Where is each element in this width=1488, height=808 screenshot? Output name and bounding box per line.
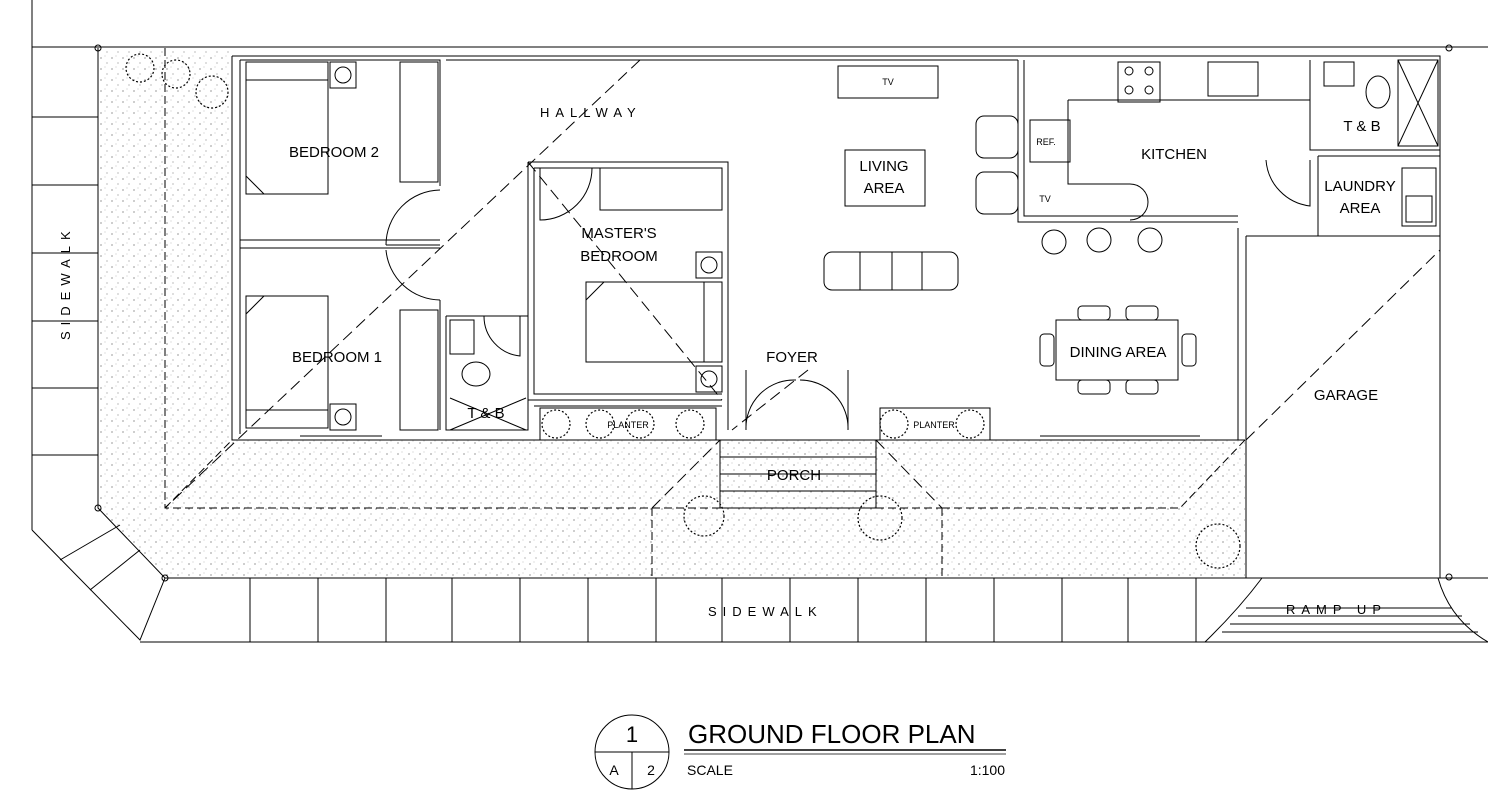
dining-area-label: DINING AREA	[1070, 344, 1167, 361]
drawing-number: 1	[626, 722, 638, 747]
tv-living-label: TV	[882, 77, 894, 87]
bedroom-1-label: BEDROOM 1	[292, 349, 382, 366]
living-area-label-1: LIVING	[859, 158, 908, 175]
porch-label: PORCH	[767, 467, 821, 484]
laundry-label-1: LAUNDRY	[1324, 178, 1395, 195]
laundry-label-2: AREA	[1340, 200, 1381, 217]
bedroom-2-label: BEDROOM 2	[289, 144, 379, 161]
shrubs	[125, 53, 1241, 569]
drawing-title: GROUND FLOOR PLAN	[688, 719, 976, 749]
tv-kitchen-label: TV	[1039, 194, 1051, 204]
doors	[385, 159, 1311, 431]
hallway-label: HALLWAY	[540, 105, 642, 120]
sidewalk-front-label: SIDEWALK	[708, 604, 823, 619]
tb-small-label: T & B	[467, 405, 504, 422]
lot-and-sidewalk	[31, 0, 1488, 643]
planter-left-label: PLANTER	[607, 420, 649, 430]
sheet-number: 2	[647, 762, 655, 778]
masters-bedroom-label-1: MASTER'S	[581, 225, 656, 242]
ramp-label: RAMP UP	[1286, 602, 1387, 617]
scale-value: 1:100	[970, 762, 1005, 778]
garage-label: GARAGE	[1314, 387, 1378, 404]
sidewalk-side-label: SIDEWALK	[58, 225, 73, 340]
roof-diagonals	[164, 59, 1441, 509]
planter-right-label: PLANTER	[913, 420, 955, 430]
furniture	[245, 59, 1439, 509]
room-labels: BEDROOM 2 BEDROOM 1 HALLWAY MASTER'S BED…	[58, 77, 1396, 619]
walls	[231, 55, 1441, 578]
scale-label: SCALE	[687, 762, 733, 778]
ref-label: REF.	[1036, 137, 1056, 147]
kitchen-label: KITCHEN	[1141, 146, 1207, 163]
sheet-letter: A	[609, 762, 619, 778]
living-area-label-2: AREA	[864, 180, 905, 197]
masters-bedroom-label-2: BEDROOM	[580, 248, 658, 265]
title-block: 1 A 2 GROUND FLOOR PLAN SCALE 1:100	[594, 714, 1006, 790]
foyer-label: FOYER	[766, 349, 818, 366]
tb-large-label: T & B	[1343, 118, 1380, 135]
